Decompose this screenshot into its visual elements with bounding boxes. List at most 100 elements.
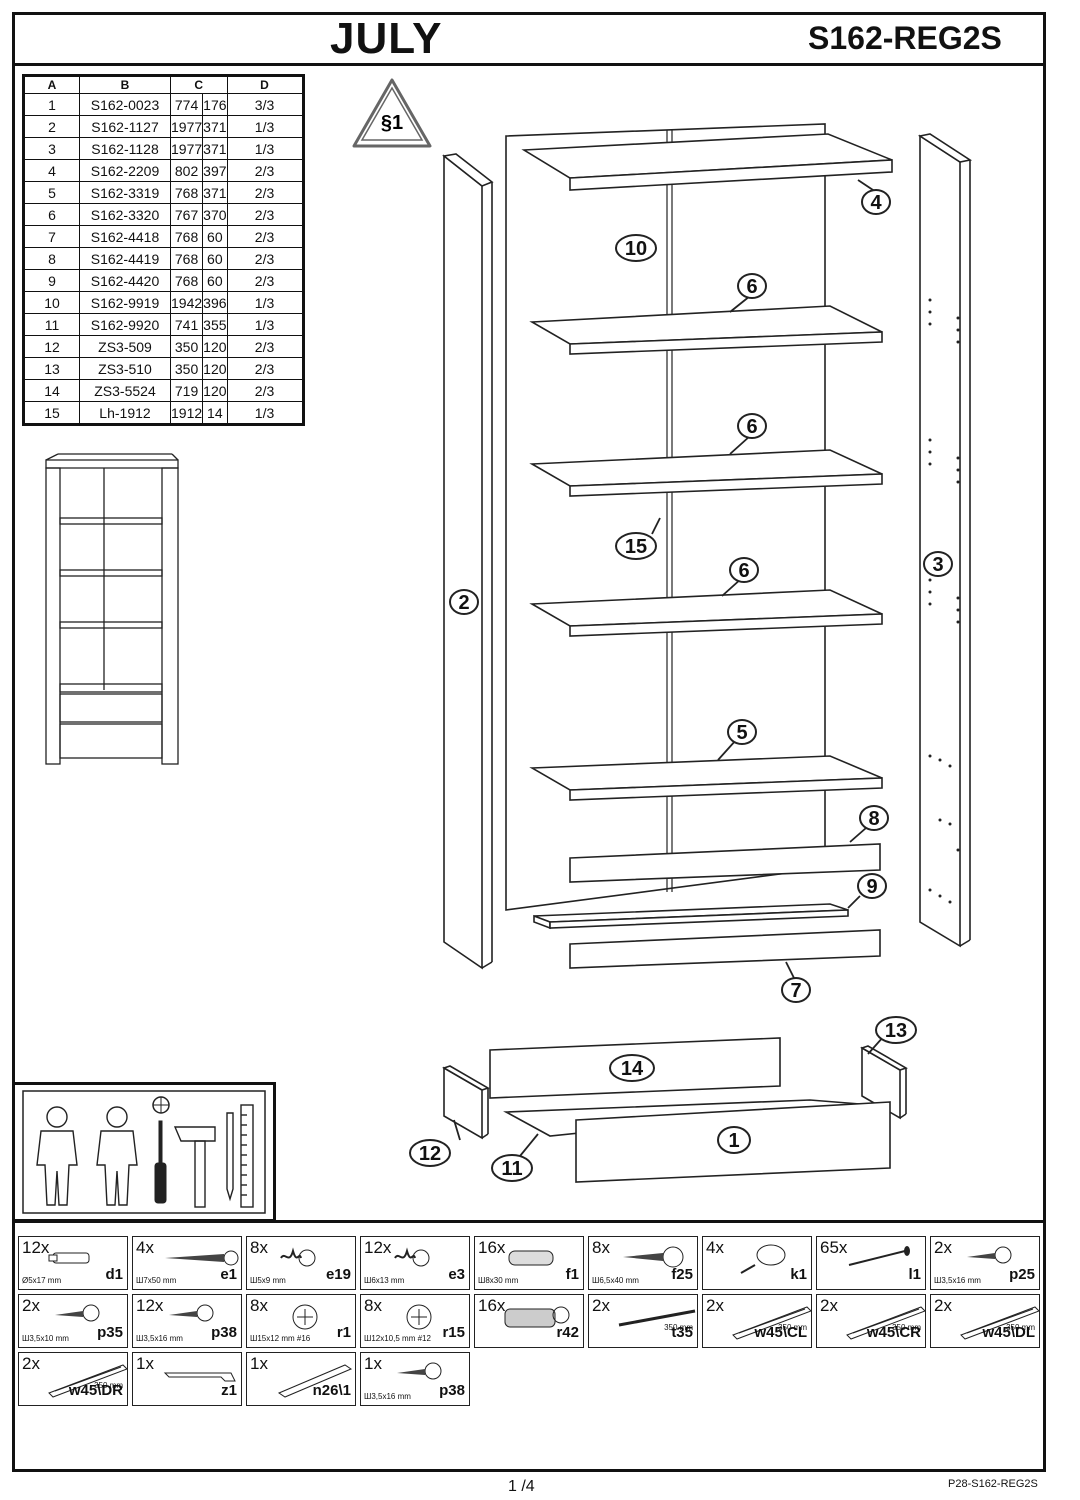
hardware-qty: 2x [934, 1296, 952, 1315]
rail-icon [618, 1309, 696, 1327]
part-length: 802 [169, 159, 204, 182]
hardware-dimension: Ш7x50 mm [136, 1276, 177, 1285]
hardware-code: p25 [1009, 1266, 1035, 1283]
part-code: S162-4420 [79, 269, 171, 292]
part-thickness-ratio: 2/3 [226, 159, 304, 182]
part-thickness-ratio: 2/3 [226, 181, 304, 204]
part-length: 768 [169, 225, 204, 248]
part-thickness-ratio: 2/3 [226, 379, 304, 402]
part-number: 12 [23, 335, 80, 358]
callout-5: 5 [736, 722, 747, 744]
hardware-qty: 2x [592, 1296, 610, 1315]
screw-icon [397, 1362, 442, 1380]
part-length: 1912 [169, 401, 204, 425]
wood-dowel-icon [508, 1250, 554, 1266]
connector-bolt-icon [504, 1306, 570, 1328]
callout-12: 12 [419, 1143, 441, 1165]
part-code: S162-4419 [79, 247, 171, 270]
cam-lock-icon [406, 1304, 432, 1330]
hardware-dimension: 350 mm [892, 1323, 921, 1332]
part-number: 8 [23, 247, 80, 270]
pencil-icon [226, 1112, 234, 1202]
part-code: S162-2209 [79, 159, 171, 182]
hex-key-icon [163, 1372, 236, 1382]
part-code: ZS3-5524 [79, 379, 171, 402]
product-title: JULY [330, 14, 443, 63]
part-length: 774 [169, 93, 204, 116]
cam-lock-icon [292, 1304, 318, 1330]
hardware-qty: 8x [250, 1296, 268, 1315]
warning-sign-icon: §1 [352, 78, 432, 148]
part-length: 350 [169, 335, 204, 358]
hammer-icon [173, 1126, 216, 1208]
hardware-qty: 12x [136, 1296, 164, 1315]
hardware-code: d1 [105, 1266, 123, 1283]
part-code: S162-4418 [79, 225, 171, 248]
hardware-dimension: 350 mm [1006, 1323, 1035, 1332]
hardware-dimension: 350 mm [664, 1323, 693, 1332]
part-code: S162-0023 [79, 93, 171, 116]
drawer-diagram: 14 1 12 11 13 [409, 1016, 917, 1183]
hardware-dimension: Ø5x17 mm [22, 1276, 62, 1285]
callout-6c: 6 [738, 560, 749, 582]
part-width: 371 [202, 181, 228, 204]
part-width: 120 [202, 357, 228, 380]
drawer-slide-icon [960, 1306, 1039, 1340]
part-thickness-ratio: 1/3 [226, 401, 304, 425]
hardware-code: p35 [97, 1324, 123, 1341]
hardware-dimension: 350 mm [778, 1323, 807, 1332]
document-reference: P28-S162-REG2S [948, 1478, 1038, 1490]
part-number: 7 [23, 225, 80, 248]
hardware-dimension: Ш6,5x40 mm [592, 1276, 639, 1285]
part-length: 768 [169, 269, 204, 292]
part-length: 768 [169, 181, 204, 204]
screw-icon [169, 1304, 214, 1322]
part-width: 396 [202, 291, 228, 314]
glide-icon [740, 1244, 786, 1274]
callout-11: 11 [501, 1158, 522, 1180]
part-length: 1977 [169, 115, 204, 138]
col-header-b: B [79, 75, 171, 94]
part-number: 5 [23, 181, 80, 204]
hardware-code: w45\CL [754, 1324, 807, 1341]
hardware-code: f1 [565, 1266, 579, 1283]
part-width: 14 [202, 401, 228, 425]
part-code: S162-9920 [79, 313, 171, 336]
hardware-code: p38 [439, 1382, 465, 1399]
hardware-qty: 2x [22, 1354, 40, 1373]
part-width: 355 [202, 313, 228, 336]
hardware-qty: 8x [364, 1296, 382, 1315]
part-thickness-ratio: 2/3 [226, 225, 304, 248]
part-width: 120 [202, 335, 228, 358]
part-code: Lh-1912 [79, 401, 171, 425]
part-number: 9 [23, 269, 80, 292]
callout-3: 3 [932, 554, 943, 576]
callout-14: 14 [621, 1058, 644, 1080]
part-number: 4 [23, 159, 80, 182]
callout-9: 9 [866, 876, 877, 898]
hardware-code: w45\DL [982, 1324, 1035, 1341]
callout-4: 4 [870, 192, 882, 214]
part-length: 719 [169, 379, 204, 402]
